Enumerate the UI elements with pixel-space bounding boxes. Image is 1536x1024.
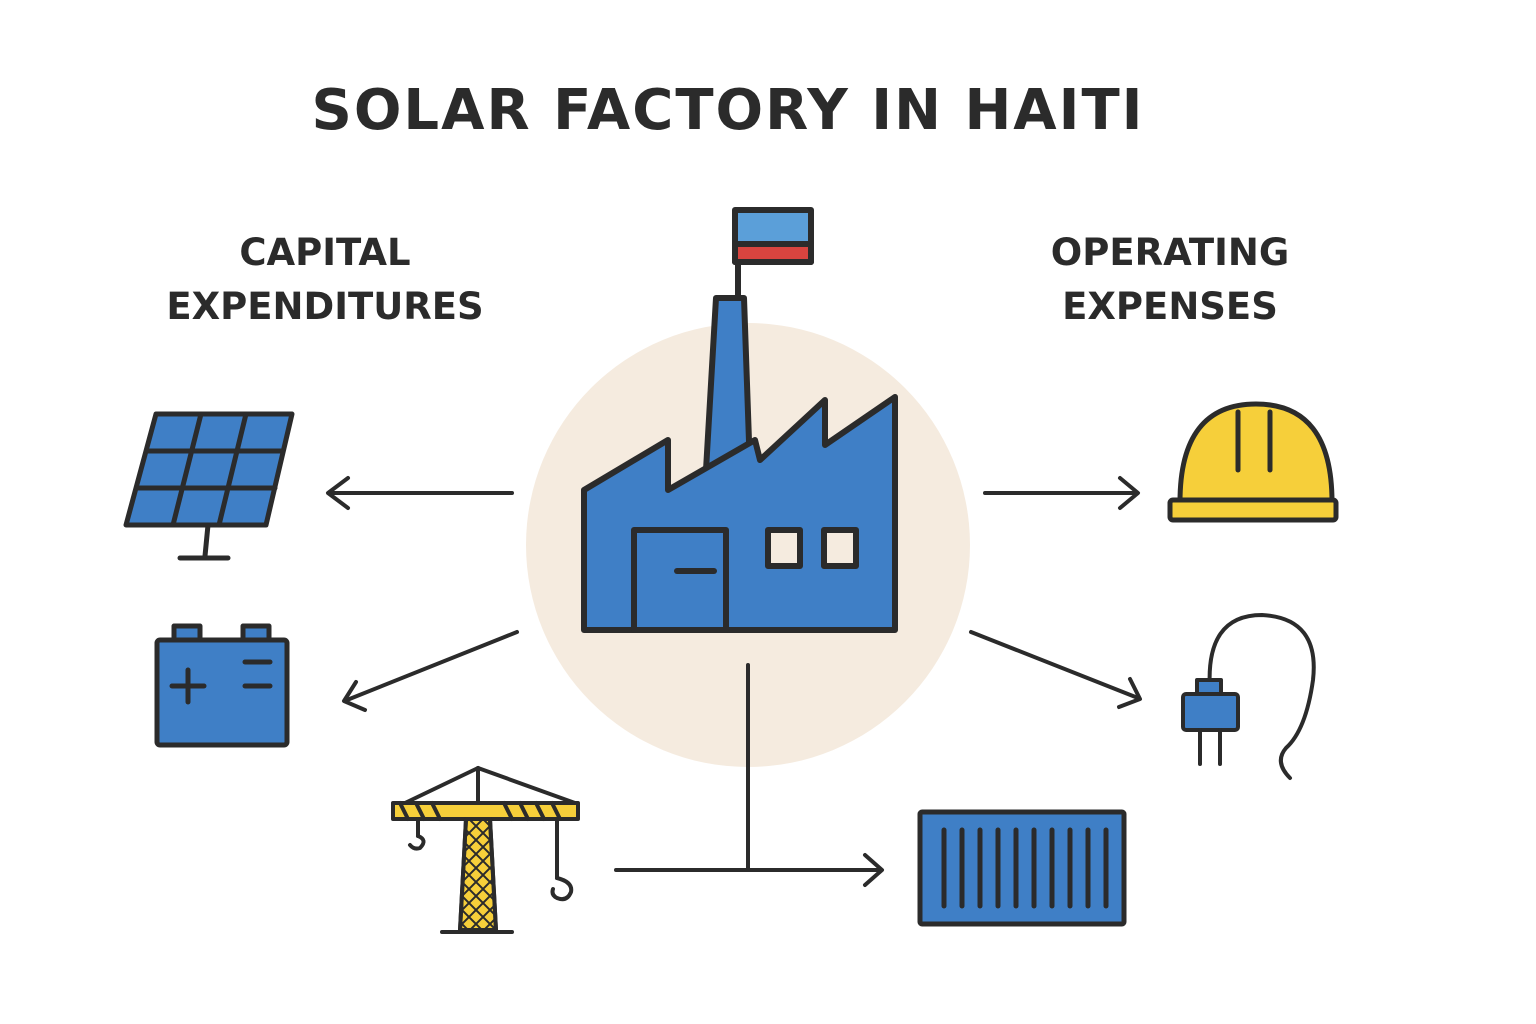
operating-expenses-heading: OPERATING EXPENSES	[990, 226, 1350, 334]
power-plug-icon	[1181, 613, 1316, 780]
capex-heading-line1: CAPITAL	[239, 231, 411, 274]
opex-heading-line1: OPERATING	[1050, 231, 1290, 274]
arrow-to-power-plug	[969, 630, 1142, 709]
arrow-to-battery	[342, 630, 519, 712]
diagram-title: SOLAR FACTORY IN HAITI	[311, 78, 1145, 143]
arrow-to-solar-panel	[326, 476, 514, 510]
arrow-to-hard-hat	[983, 476, 1140, 510]
arrow-crane-to-container	[614, 663, 884, 887]
battery-icon	[154, 623, 290, 748]
solar-panel-icon	[123, 411, 295, 561]
capital-expenditures-heading: CAPITAL EXPENDITURES	[110, 226, 540, 334]
arrows	[326, 476, 1142, 887]
shipping-container-icon	[917, 809, 1127, 927]
capex-heading-line2: EXPENDITURES	[166, 285, 484, 328]
crane-icon	[391, 766, 580, 934]
opex-heading-line2: EXPENSES	[1062, 285, 1278, 328]
factory-icon	[581, 207, 898, 633]
hard-hat-icon	[1167, 401, 1339, 523]
